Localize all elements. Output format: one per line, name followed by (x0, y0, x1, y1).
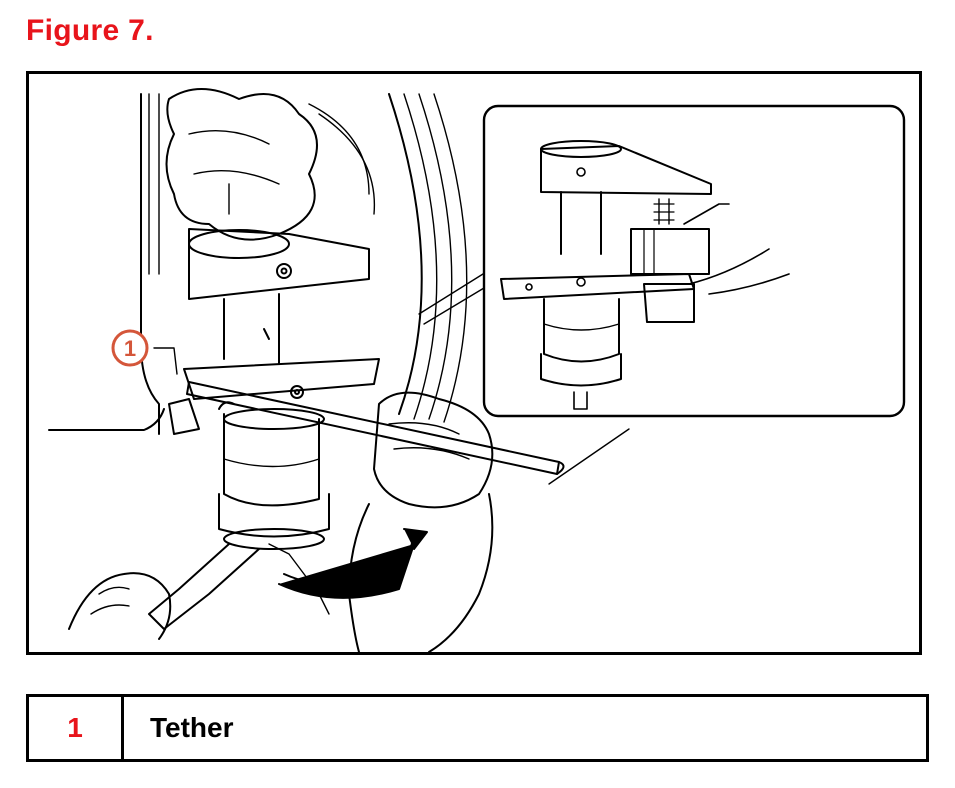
figure-illustration-frame: 1 (26, 71, 922, 655)
illustration-svg: 1 (48, 88, 906, 652)
disc-arc (388, 93, 423, 415)
inset-frame (482, 104, 906, 418)
upper-bracket (188, 228, 370, 300)
legend-row-number: 1 (29, 697, 124, 759)
lower-arm (148, 543, 260, 630)
legend-table: 1 Tether (26, 694, 929, 762)
ball-joint-body (223, 413, 320, 507)
callout-number: 1 (124, 336, 136, 361)
inset-detail (482, 104, 906, 418)
callout-circle (111, 329, 149, 367)
lower-bracket (183, 358, 380, 400)
left-hand (68, 572, 172, 640)
spring-outline (165, 88, 318, 241)
figure-title: Figure 7. (26, 14, 154, 47)
callout-1: 1 (111, 329, 149, 367)
body-line (140, 93, 160, 435)
legend-row-label: Tether (150, 712, 234, 743)
right-hand (373, 391, 494, 509)
